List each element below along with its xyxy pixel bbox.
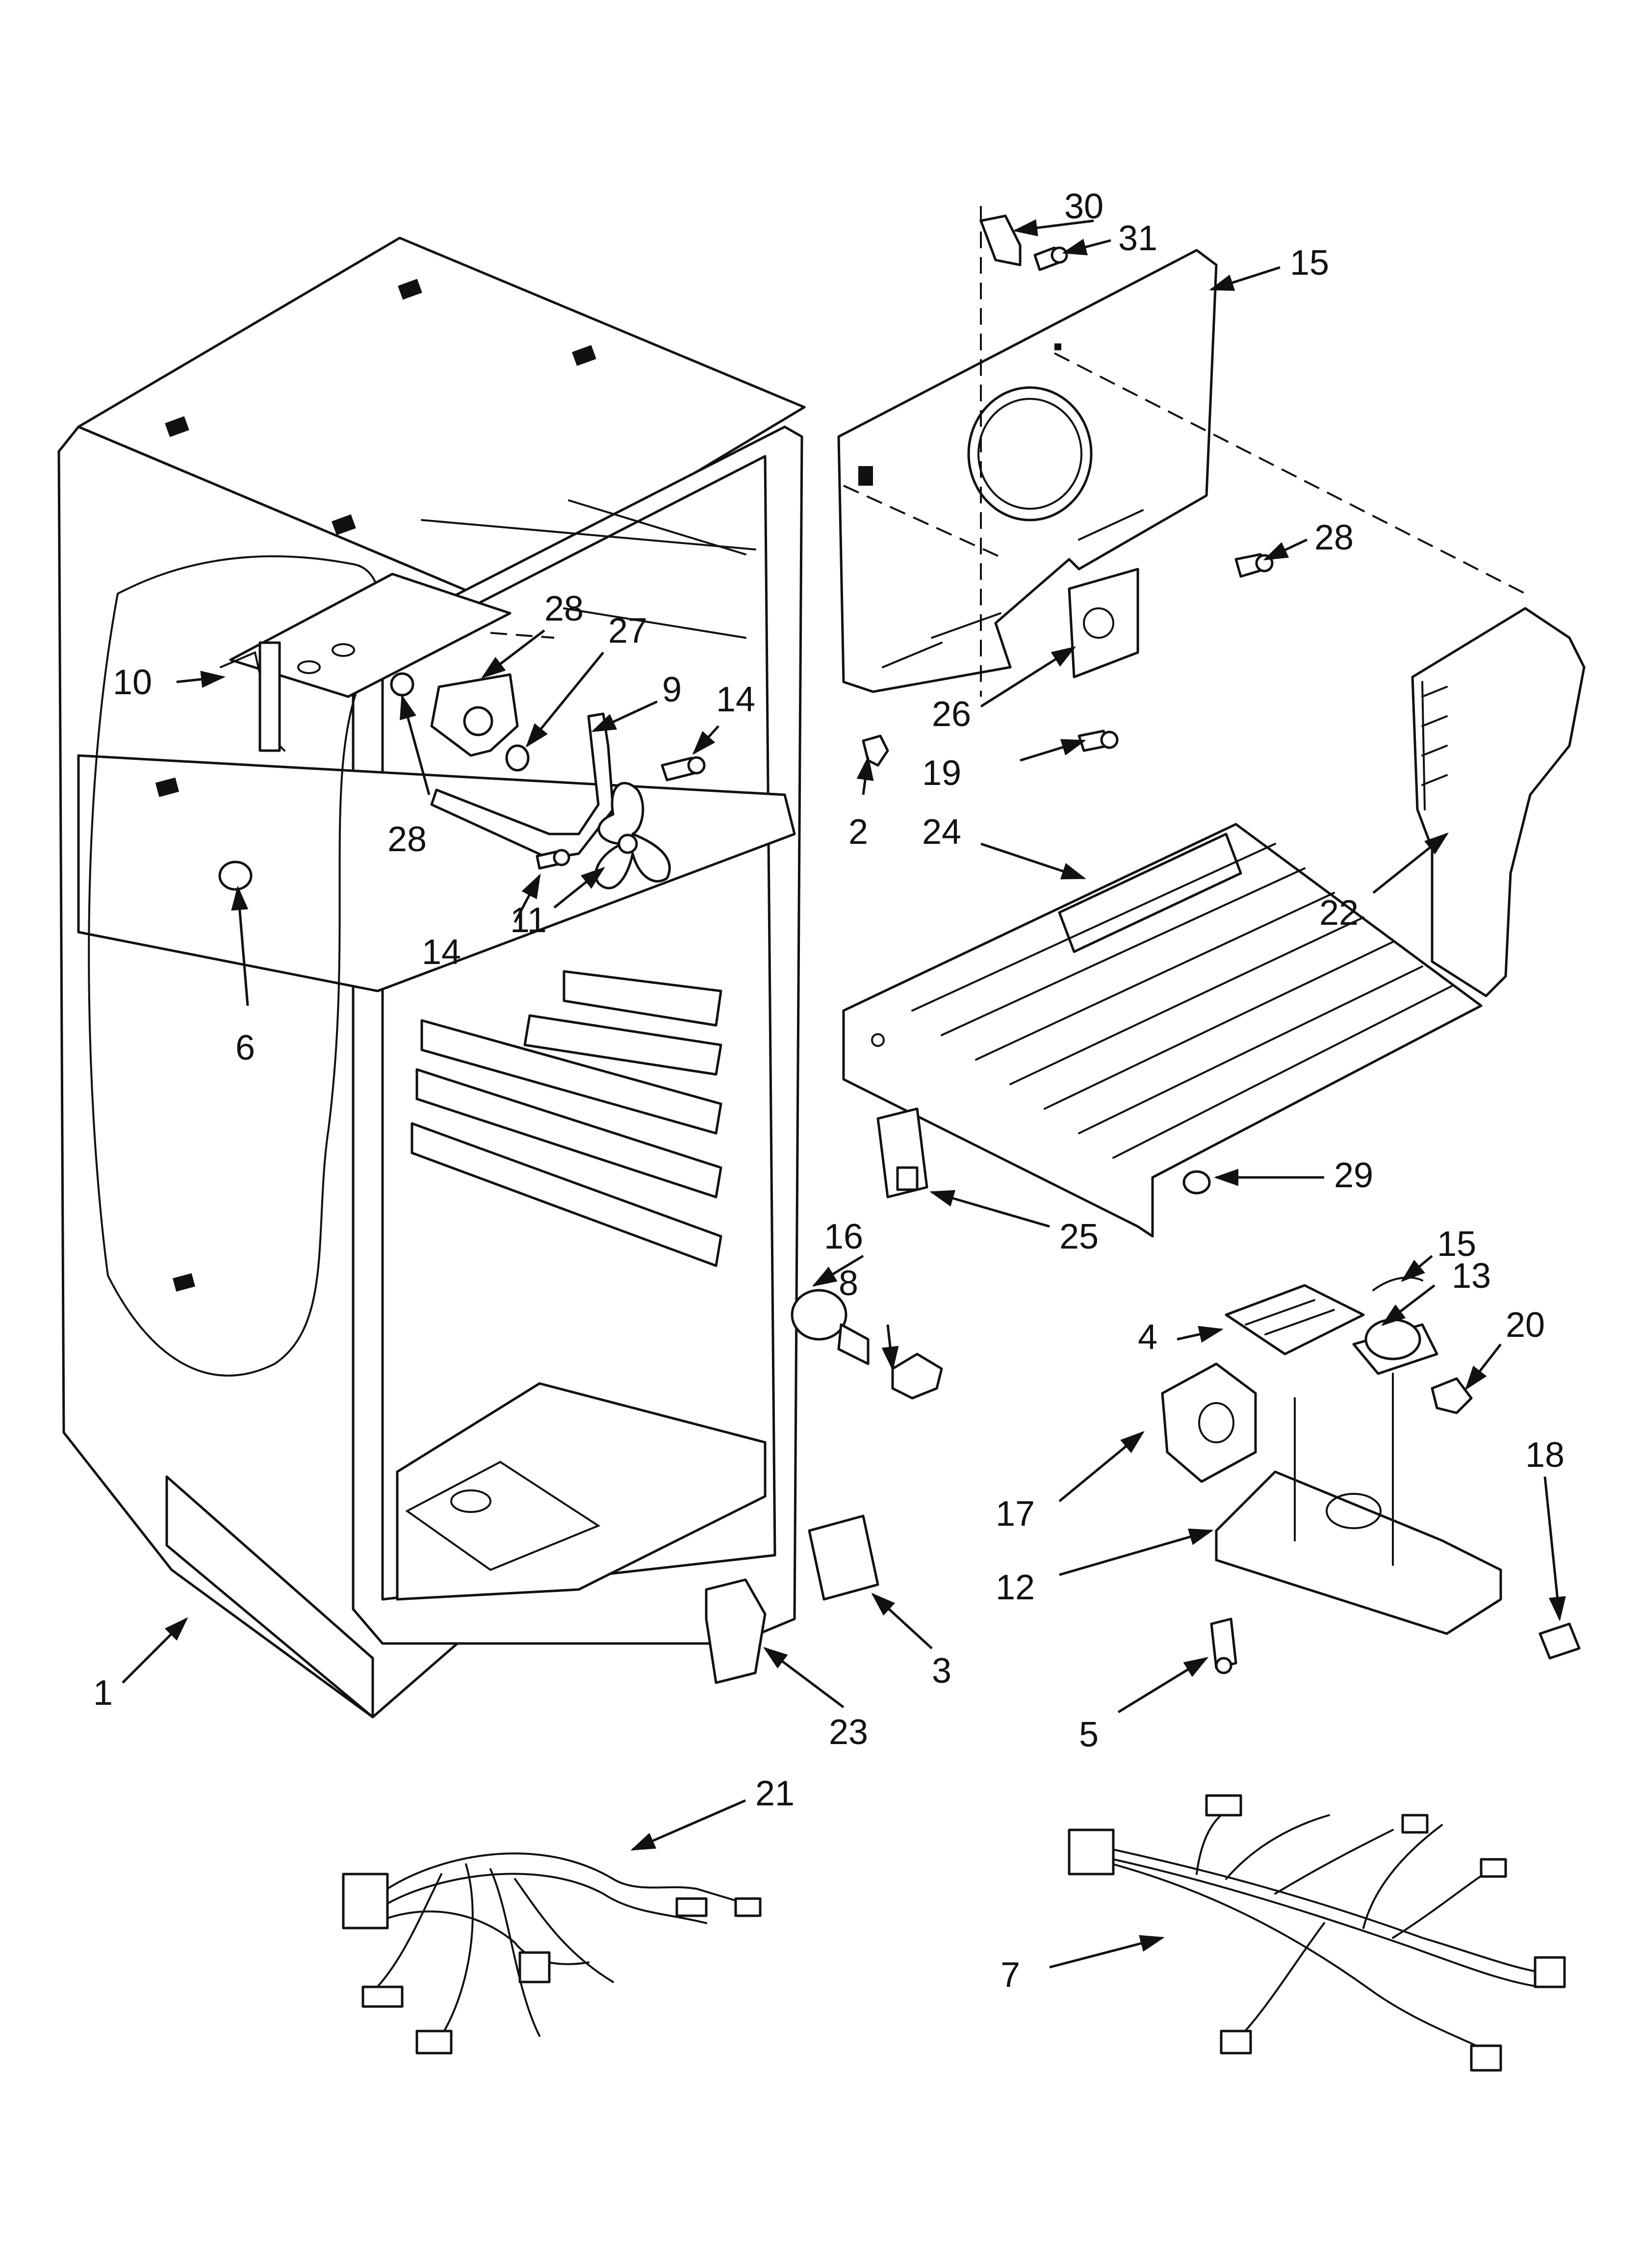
callout-23: 22 — [1319, 893, 1359, 933]
air-duct — [1411, 607, 1586, 997]
callout-29: 28 — [1314, 518, 1354, 557]
callout-32: 30 — [1064, 187, 1103, 226]
callout-10: 10 — [113, 663, 152, 702]
fan-motor-assembly — [218, 672, 706, 891]
callout-19: 18 — [1525, 1435, 1565, 1475]
callout-25: 24 — [922, 812, 961, 852]
callout-17: 16 — [824, 1217, 863, 1256]
evaporator-bracket — [220, 573, 555, 752]
callout-24: 23 — [829, 1713, 868, 1752]
callout-30: 28 — [544, 589, 584, 628]
callout-22: 20 — [1506, 1305, 1545, 1345]
callout-1: 1 — [93, 1673, 113, 1713]
callout-26: 25 — [1059, 1217, 1099, 1256]
evaporator-pan — [842, 823, 1483, 1238]
callout-7: 7 — [1001, 1955, 1020, 1995]
callout-6: 6 — [235, 1028, 255, 1068]
callout-labels: 30 31 15 28 10 28 27 9 14 28 14 11 6 2 2… — [93, 187, 1565, 1995]
callout-11: 11 — [510, 901, 547, 940]
callout-12: 12 — [996, 1568, 1035, 1607]
callout-15: 15 — [1437, 1225, 1476, 1264]
callout-9: 9 — [662, 670, 682, 709]
callout-31: 29 — [1334, 1156, 1373, 1195]
callout-2: 2 — [848, 812, 868, 852]
wire-harness-7 — [1068, 1794, 1566, 2072]
callout-8: 8 — [839, 1264, 858, 1303]
callout-20: 19 — [922, 754, 961, 793]
callout-18: 17 — [996, 1494, 1035, 1534]
callout-28-left: 28 — [387, 820, 427, 859]
callout-14-left: 14 — [422, 933, 461, 972]
wire-harness-21 — [342, 1852, 762, 2055]
evaporator-cover — [837, 206, 1526, 767]
callout-27: 26 — [932, 695, 971, 734]
callout-14-right: 14 — [716, 680, 755, 719]
callout-33: 31 — [1118, 219, 1157, 258]
callout-13: 13 — [1452, 1256, 1491, 1296]
callout-leaders — [122, 219, 1566, 1969]
callout-4: 4 — [1138, 1318, 1157, 1357]
callout-3: 3 — [932, 1651, 951, 1691]
callout-16: 15 — [1290, 243, 1329, 283]
callout-21: 21 — [755, 1774, 795, 1813]
callout-5: 5 — [1079, 1715, 1099, 1754]
cabinet-liner — [57, 236, 806, 1719]
callout-28-top: 27 — [608, 611, 647, 651]
small-components — [705, 1107, 1581, 1684]
